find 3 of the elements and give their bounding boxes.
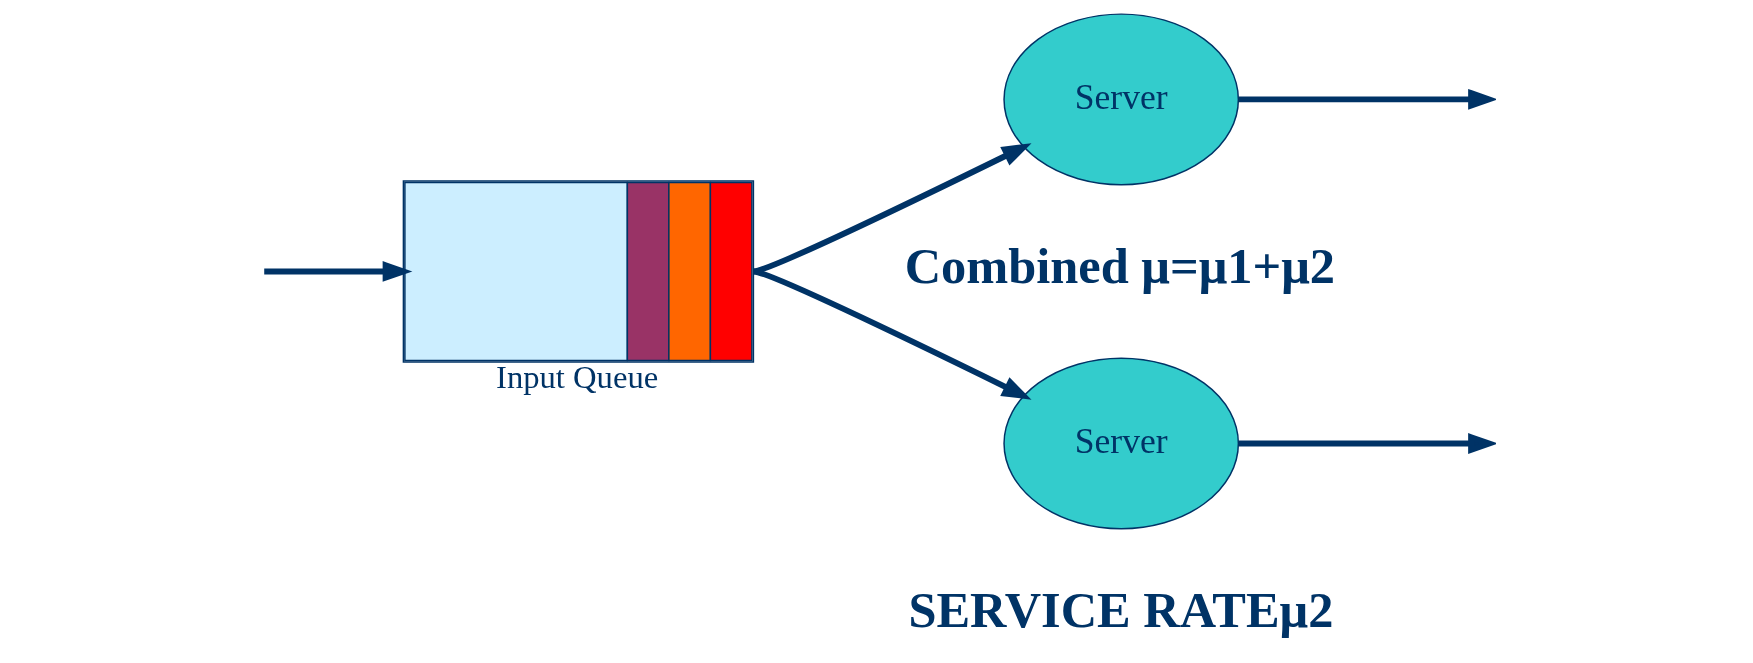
node-label: Input Queue [496,359,659,395]
label: SERVICE RATEμ2 [908,581,1334,638]
label: Combined μ=μ1+μ2 [904,237,1335,294]
